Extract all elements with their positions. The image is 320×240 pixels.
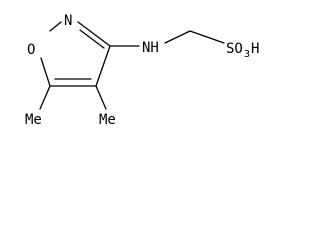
- isoxazole-ring-bonds: [40, 21, 111, 87]
- ring-oxygen-label: O: [27, 42, 35, 58]
- bond-n2-c3: [77, 21, 111, 47]
- sulfonic-so-label: SO: [226, 41, 243, 57]
- bond-c4-methyl: [95, 85, 107, 110]
- sulfonic-acid-label: SO 3 H: [226, 41, 259, 60]
- substituent-bonds: [39, 30, 225, 110]
- bond-n2-c3-double: [79, 29, 105, 49]
- chemical-structure-diagram: N O NH SO 3 H Me Me: [25, 13, 259, 128]
- methyl-4-label: Me: [99, 112, 116, 128]
- ring-nitrogen-label: N: [64, 13, 72, 29]
- bond-nh-ch2: [164, 30, 191, 44]
- bond-c5-methyl: [39, 85, 51, 110]
- bond-c3-c4: [95, 45, 111, 87]
- sulfonic-h-label: H: [251, 41, 259, 57]
- bond-c5-o1: [40, 57, 51, 87]
- bond-o1-n2: [49, 21, 62, 32]
- methyl-5-label: Me: [25, 112, 42, 128]
- sulfonic-subscript-label: 3: [244, 49, 250, 60]
- amine-label: NH: [142, 40, 159, 56]
- bond-ch2-s: [189, 30, 225, 44]
